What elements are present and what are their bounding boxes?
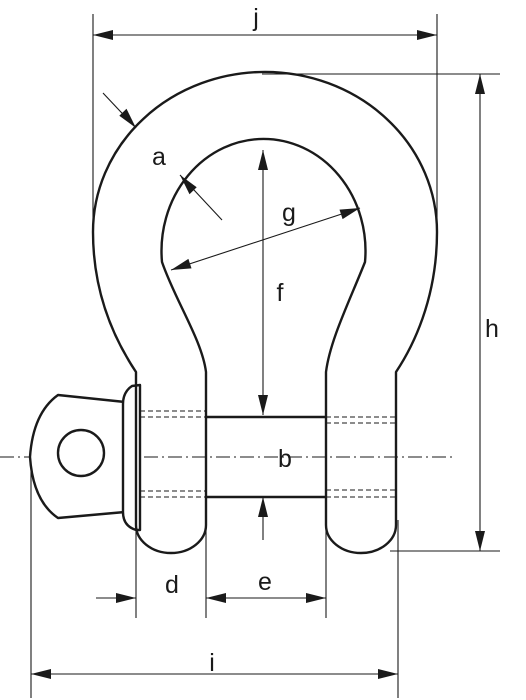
label-e: e [258,568,272,596]
label-j: j [252,4,259,32]
arrowhead [306,593,326,603]
pin-collar [121,383,142,532]
label-g: g [282,199,296,227]
arrowhead [339,208,360,220]
arrowhead [119,108,136,128]
shackle-bow [91,70,439,555]
arrowhead [378,669,398,679]
arrowhead [171,258,192,270]
dimension-line-g [170,207,361,271]
label-i: i [209,649,215,677]
arrowhead [258,395,268,415]
label-b: b [278,445,292,473]
arrowhead [116,593,136,603]
label-a: a [152,143,166,171]
pin-eye-hole [56,428,106,478]
label-f: f [277,279,284,307]
arrowhead [417,30,437,40]
arrowhead [93,30,113,40]
arrowhead [475,74,485,94]
arrowhead [258,497,268,517]
arrowhead [475,531,485,551]
arrowhead [258,150,268,170]
arrowhead [31,669,51,679]
arrowhead [206,593,226,603]
label-d: d [165,571,179,599]
arrowhead [180,175,197,195]
label-h: h [485,315,499,343]
